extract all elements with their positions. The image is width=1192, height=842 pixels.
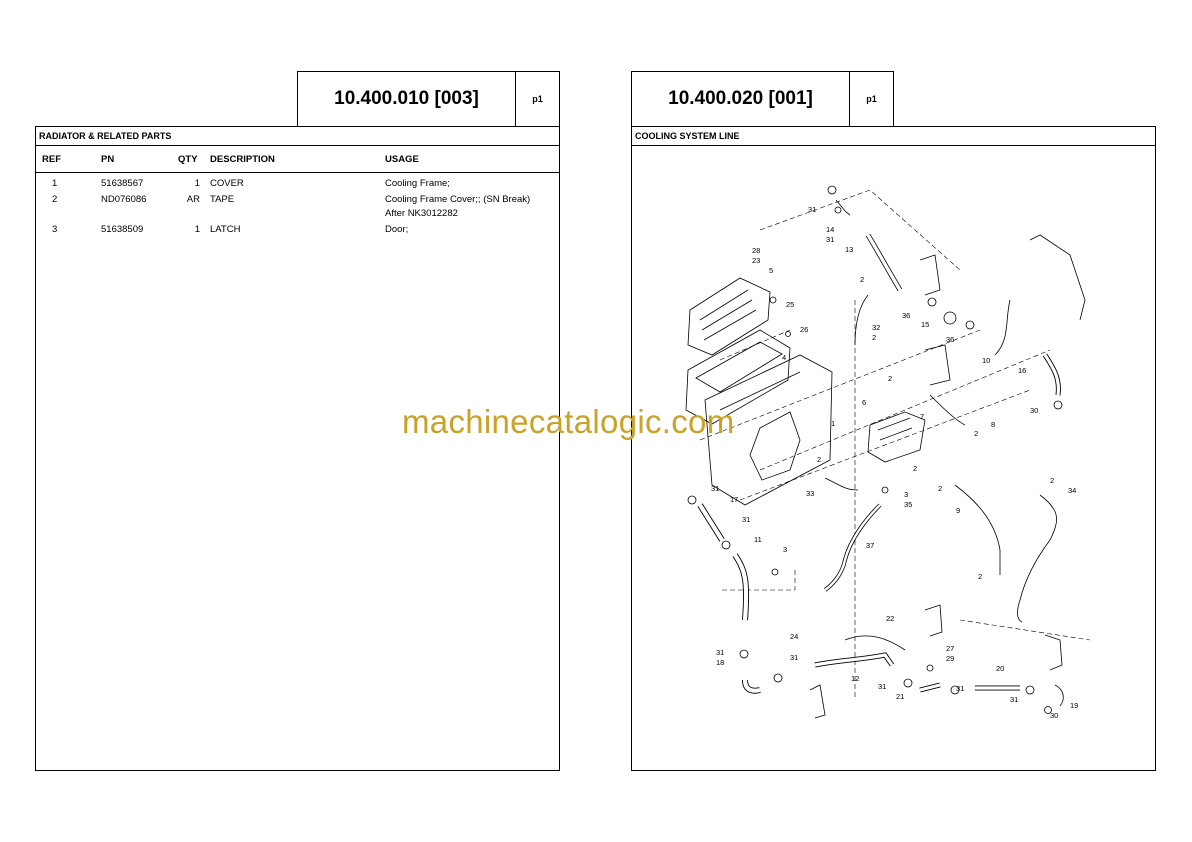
left-section-title: RADIATOR & RELATED PARTS: [39, 131, 172, 141]
row3-usage: Door;: [385, 224, 409, 235]
row2-pn: ND076086: [101, 194, 147, 205]
row3-qty: 1: [194, 224, 200, 235]
col-pn-header: PN: [101, 154, 115, 165]
col-usage-header: USAGE: [385, 154, 419, 165]
col-ref-header: REF: [42, 154, 61, 165]
right-title-box: 10.400.020 [001] p1: [631, 71, 894, 127]
left-divider-2: [35, 172, 560, 173]
row3-description: LATCH: [210, 224, 241, 235]
left-parts-panel: [35, 126, 560, 771]
row3-pn: 51638509: [101, 224, 144, 235]
left-section-code: 10.400.010 [003]: [298, 72, 516, 126]
row2-ref: 2: [52, 194, 58, 205]
row1-pn: 51638567: [101, 178, 144, 189]
row2-usage-line2: After NK3012282: [385, 208, 458, 219]
right-page-number: p1: [866, 94, 877, 104]
left-title-box: 10.400.010 [003] p1: [297, 71, 560, 127]
row1-qty: 1: [194, 178, 200, 189]
row2-qty: AR: [186, 194, 200, 205]
left-page-number: p1: [532, 94, 543, 104]
col-qty-header: QTY: [178, 154, 198, 165]
row2-usage-line1: Cooling Frame Cover;; (SN Break): [385, 194, 531, 205]
left-divider-1: [35, 145, 560, 146]
right-section-title: COOLING SYSTEM LINE: [635, 131, 740, 141]
row1-ref: 1: [52, 178, 58, 189]
right-section-code: 10.400.020 [001]: [632, 72, 850, 126]
watermark-text: machinecatalogic.com: [402, 403, 735, 440]
row1-usage: Cooling Frame;: [385, 178, 450, 189]
row1-description: COVER: [210, 178, 244, 189]
row3-ref: 3: [52, 224, 58, 235]
col-description-header: DESCRIPTION: [210, 154, 275, 165]
right-divider-1: [631, 145, 1156, 146]
row2-description: TAPE: [210, 194, 235, 205]
right-diagram-panel: [631, 126, 1156, 771]
